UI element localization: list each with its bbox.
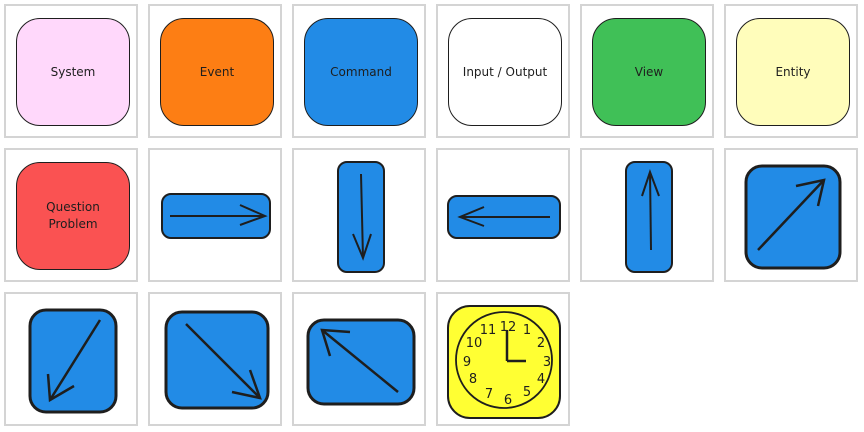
library-item-event[interactable]: Event (148, 4, 282, 138)
library-item-view[interactable]: View (580, 4, 714, 138)
arrow-down-icon (337, 161, 385, 273)
arrow-left-icon (447, 195, 561, 239)
clock-number-2: 2 (537, 336, 545, 351)
problem-label: Problem (48, 217, 98, 231)
clock-icon: 12 1 2 3 4 5 6 7 8 9 10 11 (447, 305, 561, 419)
input-output-label: Input / Output (462, 64, 548, 79)
event-label: Event (199, 64, 235, 79)
clock-number-9: 9 (463, 355, 471, 370)
command-label: Command (330, 64, 392, 79)
clock-number-5: 5 (523, 385, 531, 400)
library-item-arrow-down[interactable] (292, 148, 426, 282)
entity-label: Entity (775, 64, 811, 79)
clock-number-12: 12 (500, 320, 517, 335)
view-label: View (634, 64, 664, 79)
library-item-entity[interactable]: Entity (724, 4, 858, 138)
library-item-arrow-down-right[interactable] (148, 292, 282, 426)
library-item-question-problem[interactable]: Question Problem (4, 148, 138, 282)
clock-number-1: 1 (523, 323, 531, 338)
clock-number-6: 6 (504, 393, 512, 408)
arrow-down-right-icon (164, 310, 270, 410)
arrow-up-right-icon (744, 164, 842, 270)
command-card: Command (304, 18, 418, 126)
clock-number-7: 7 (485, 387, 493, 402)
arrow-down-left-icon (28, 308, 118, 414)
library-item-command[interactable]: Command (292, 4, 426, 138)
entity-card: Entity (736, 18, 850, 126)
library-item-arrow-up-left[interactable] (292, 292, 426, 426)
question-problem-card: Question Problem (16, 162, 130, 270)
library-item-arrow-right[interactable] (148, 148, 282, 282)
view-card: View (592, 18, 706, 126)
library-item-input-output[interactable]: Input / Output (436, 4, 570, 138)
event-card: Event (160, 18, 274, 126)
system-card: System (16, 18, 130, 126)
question-label: Question (46, 200, 100, 214)
clock-number-3: 3 (543, 355, 551, 370)
library-item-system[interactable]: System (4, 4, 138, 138)
clock-number-11: 11 (480, 323, 497, 338)
clock-number-8: 8 (469, 372, 477, 387)
arrow-up-icon (625, 161, 673, 273)
system-label: System (50, 64, 96, 79)
library-item-arrow-up-right[interactable] (724, 148, 858, 282)
library-item-clock[interactable]: 12 1 2 3 4 5 6 7 8 9 10 11 (436, 292, 570, 426)
arrow-up-left-icon (306, 318, 416, 406)
input-output-card: Input / Output (448, 18, 562, 126)
library-item-arrow-down-left[interactable] (4, 292, 138, 426)
arrow-right-icon (161, 193, 271, 239)
library-item-arrow-up[interactable] (580, 148, 714, 282)
clock-number-10: 10 (466, 336, 483, 351)
library-item-arrow-left[interactable] (436, 148, 570, 282)
clock-number-4: 4 (537, 372, 545, 387)
clock-numbers: 12 1 2 3 4 5 6 7 8 9 10 11 (463, 320, 551, 408)
